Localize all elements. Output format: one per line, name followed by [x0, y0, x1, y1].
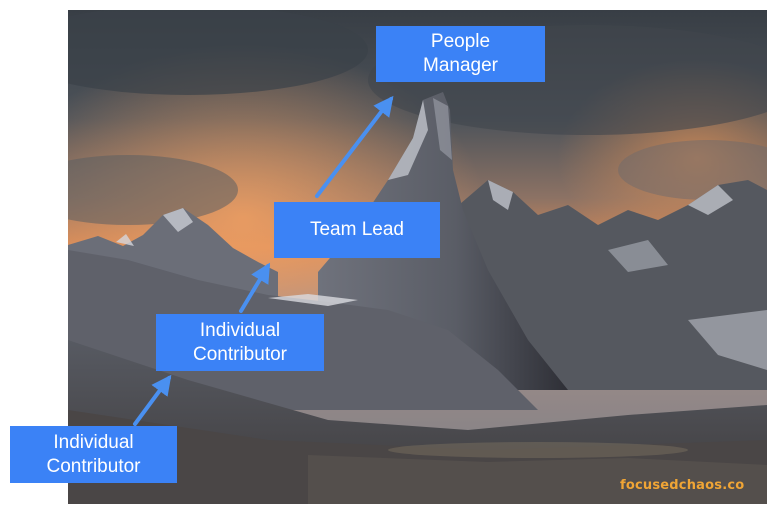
stage-label: Individual Contributor [46, 431, 141, 477]
stage-label: Individual Contributor [193, 319, 287, 365]
stage-team-lead: Team Lead [274, 202, 440, 258]
stage-individual-contributor-base: Individual Contributor [10, 426, 177, 483]
stage-individual-contributor: Individual Contributor [156, 314, 324, 371]
watermark-text: focusedchaos.co [620, 478, 745, 493]
stage-label: People Manager [423, 31, 498, 76]
stage-label: Team Lead [309, 219, 404, 240]
stage-people-manager: People Manager [376, 26, 545, 82]
